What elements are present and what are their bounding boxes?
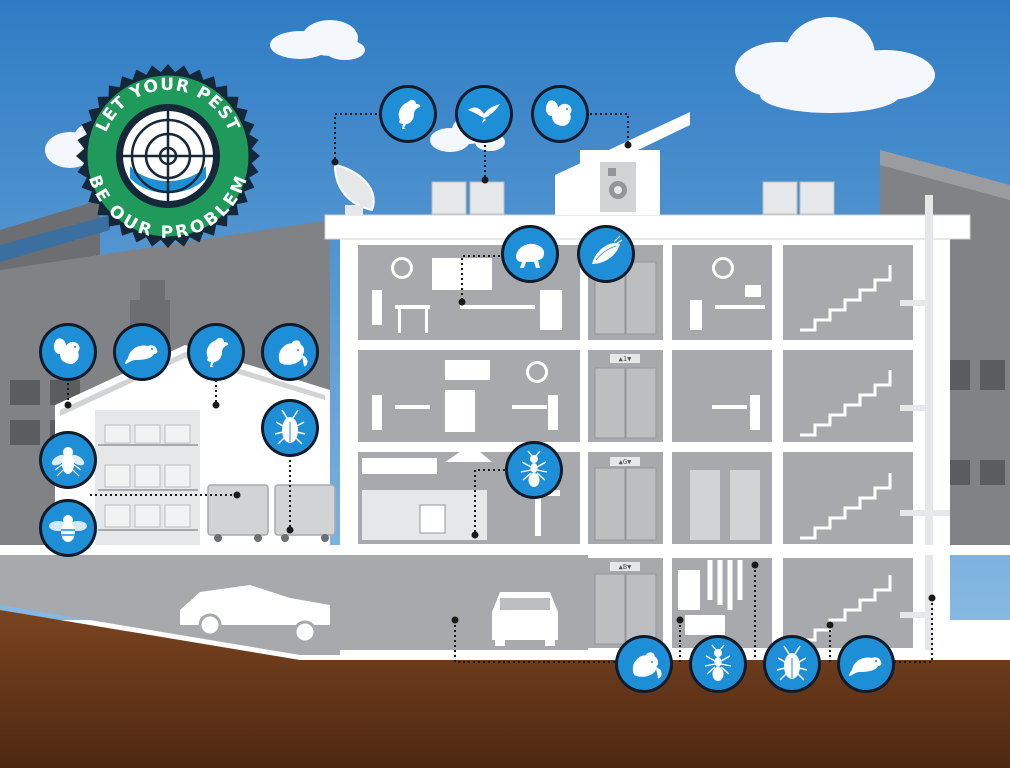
soil: [0, 610, 1010, 768]
mouse-icon: [615, 635, 673, 693]
squirrel-icon: [39, 323, 97, 381]
car-side: [180, 585, 330, 644]
connector-dots: [64, 141, 936, 629]
moth-icon: [577, 225, 635, 283]
elevator-label-b: ▲B▼: [619, 563, 632, 571]
mouse-icon: [261, 323, 319, 381]
squirrel-icon: [531, 85, 589, 143]
stairs: [800, 265, 892, 642]
fly-icon: [39, 431, 97, 489]
crosshair-icon: [122, 110, 214, 202]
warehouse: [55, 345, 336, 545]
office-furniture: [362, 257, 765, 635]
ground-slab: [0, 545, 1010, 555]
pigeon-icon: [379, 85, 437, 143]
rat-icon: [113, 323, 171, 381]
gull-icon: [455, 85, 513, 143]
satellite-dish: [333, 163, 375, 215]
cloud: [735, 17, 935, 113]
badge-seal: LET YOUR PEST BE OUR PROBLEM: [76, 64, 260, 248]
bee-icon: [39, 499, 97, 557]
pigeon-icon: [187, 323, 245, 381]
car-front: [492, 592, 558, 646]
ant-icon: [505, 441, 563, 499]
drain-pipe: [900, 195, 950, 655]
cockroach-icon: [763, 635, 821, 693]
elevator-label-g: ▲G▼: [619, 458, 632, 466]
rat-icon: [837, 635, 895, 693]
cockroach-icon: [261, 399, 319, 457]
roof-fans: [431, 181, 835, 215]
flea-icon: [501, 225, 559, 283]
ant-icon: [689, 635, 747, 693]
pest-icons: [39, 85, 895, 693]
cloud: [270, 20, 365, 60]
elevator-label-1: ▲1▼: [619, 355, 632, 363]
